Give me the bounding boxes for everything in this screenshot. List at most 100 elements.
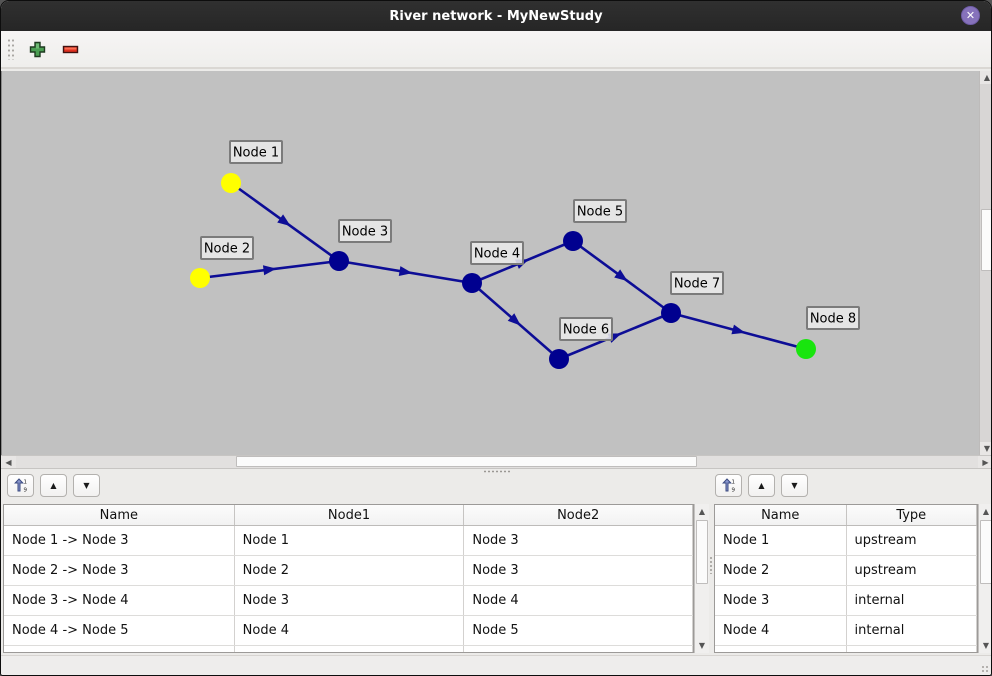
node-label[interactable]: Node 1 [229,140,283,164]
table-cell[interactable] [847,646,977,652]
node-table-toolbar: 1 9 ▲ ▼ [715,474,808,497]
scroll-up-icon[interactable]: ▲ [695,505,709,518]
canvas-vertical-scrollbar[interactable]: ▲ ▼ [979,71,991,455]
network-svg: Node 1 Node 2 Node 3 Node 4 Node 5 Node 6 Node… [190,140,860,369]
table-cell[interactable]: Node 1 -> Node 3 [4,526,235,555]
edge-arrow-icon [614,269,628,282]
remove-node-button[interactable] [57,36,83,62]
table-cell[interactable]: Node 3 [464,526,693,555]
table-cell[interactable]: Node 4 [715,616,847,645]
table-cell[interactable]: Node 3 -> Node 4 [4,586,235,615]
table-cell[interactable]: Node 1 [715,526,847,555]
node-label[interactable]: Node 7 [670,271,724,295]
network-node[interactable] [190,268,210,288]
table-cell[interactable]: Node 4 [235,616,465,645]
add-node-button[interactable] [24,36,50,62]
toolbar [1,31,991,69]
sort-button[interactable]: 1 9 [7,474,34,497]
network-node[interactable] [221,173,241,193]
move-down-button[interactable]: ▼ [73,474,100,497]
move-up-button[interactable]: ▲ [40,474,67,497]
table-cell[interactable]: Node 2 [235,556,465,585]
sort-button[interactable]: 1 9 [715,474,742,497]
panel-splitter[interactable] [1,469,991,474]
move-up-button[interactable]: ▲ [748,474,775,497]
node-label[interactable]: Node 6 [559,317,613,341]
canvas-horizontal-scrollbar[interactable]: ◀ ▶ [1,455,991,469]
table-cell[interactable]: Node 2 -> Node 3 [4,556,235,585]
column-header: Node1 [235,505,465,525]
table-cell[interactable]: Node 2 [715,556,847,585]
sort-numeric-icon: 1 9 [14,478,28,493]
node-label[interactable]: Node 2 [200,236,254,260]
svg-text:Node 5: Node 5 [577,205,623,220]
network-canvas[interactable]: Node 1 Node 2 Node 3 Node 4 Node 5 Node 6 Node… [1,71,979,455]
svg-text:Node 1: Node 1 [233,146,279,161]
horizontal-scroll-thumb[interactable] [236,456,697,467]
table-cell[interactable]: internal [847,586,977,615]
table-splitter-handle-icon[interactable] [709,556,713,574]
node-label[interactable]: Node 3 [338,219,392,243]
scroll-up-icon[interactable]: ▲ [979,505,991,518]
network-node[interactable] [329,251,349,271]
title-bar[interactable]: River network - MyNewStudy ✕ [1,1,991,31]
column-header: Name [715,505,847,525]
scroll-up-icon[interactable]: ▲ [980,71,991,84]
close-icon[interactable]: ✕ [961,6,980,25]
table-scroll-thumb[interactable] [980,520,991,584]
table-row[interactable] [4,646,693,652]
table-cell[interactable] [235,646,465,652]
up-triangle-icon: ▲ [758,481,765,490]
table-cell[interactable]: Node 5 [464,616,693,645]
network-node[interactable] [796,339,816,359]
scroll-down-icon[interactable]: ▼ [695,639,709,652]
table-cell[interactable]: Node 3 [464,556,693,585]
status-bar [1,655,991,675]
network-node[interactable] [563,231,583,251]
resize-grip-icon[interactable] [981,665,989,673]
scroll-right-icon[interactable]: ▶ [978,456,991,468]
table-cell[interactable]: Node 4 [464,586,693,615]
network-node[interactable] [549,349,569,369]
column-header: Type [847,505,977,525]
node-label[interactable]: Node 4 [470,241,524,265]
node-table-scrollbar[interactable]: ▲ ▼ [978,504,991,653]
table-cell[interactable]: Node 1 [235,526,465,555]
move-down-button[interactable]: ▼ [781,474,808,497]
scroll-left-icon[interactable]: ◀ [1,456,16,468]
splitter-handle-icon [483,470,511,473]
table-cell[interactable]: internal [847,616,977,645]
table-row[interactable] [715,646,977,652]
scroll-down-icon[interactable]: ▼ [979,639,991,652]
toolbar-drag-handle[interactable] [7,38,14,60]
table-cell[interactable] [4,646,235,652]
table-cell[interactable] [715,646,847,652]
table-cell[interactable] [464,646,693,652]
table-cell[interactable]: upstream [847,556,977,585]
table-cell[interactable]: Node 3 [235,586,465,615]
table-cell[interactable]: Node 3 [715,586,847,615]
table-cell[interactable]: Node 4 -> Node 5 [4,616,235,645]
vertical-scroll-thumb[interactable] [981,209,991,271]
minus-icon [62,45,78,53]
node-label[interactable]: Node 5 [573,199,627,223]
network-node[interactable] [661,303,681,323]
table-scroll-thumb[interactable] [696,520,708,584]
table-cell[interactable]: upstream [847,526,977,555]
node-label[interactable]: Node 8 [806,306,860,330]
network-node[interactable] [462,273,482,293]
svg-text:Node 7: Node 7 [674,277,720,292]
edge-arrow-icon [262,265,277,276]
branch-table-scrollbar[interactable]: ▲ ▼ [694,504,709,653]
scroll-down-icon[interactable]: ▼ [980,442,991,455]
